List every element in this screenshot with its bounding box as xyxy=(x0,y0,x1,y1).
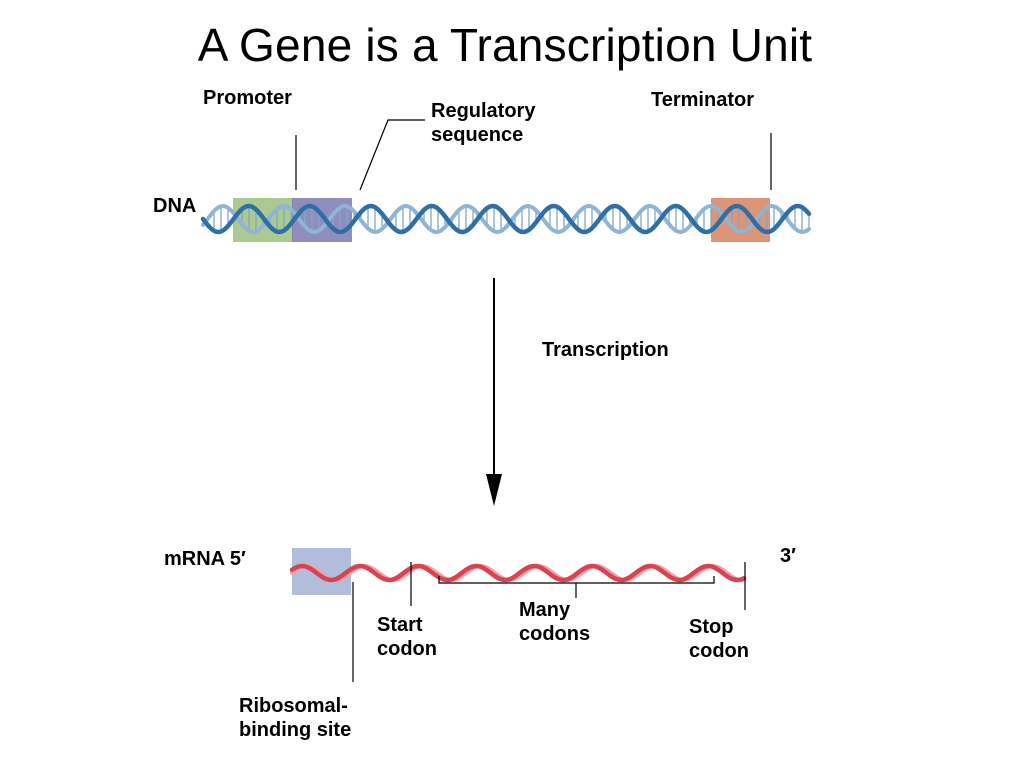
dna-strand-back xyxy=(201,203,811,235)
three-prime-label: 3′ xyxy=(780,545,796,567)
ribosomal-line-1: Ribosomal- xyxy=(239,695,348,717)
stop-codon-line-2: codon xyxy=(689,640,749,662)
stop-codon-label: Stop codon xyxy=(689,615,749,663)
many-codons-label: Many codons xyxy=(519,598,590,646)
mrna-ribbon-front xyxy=(289,563,747,583)
mrna-label: mRNA 5′ xyxy=(164,548,246,570)
start-codon-line-2: codon xyxy=(377,638,437,660)
dna-label: DNA xyxy=(153,195,197,217)
many-codons-line-1: Many xyxy=(519,599,571,621)
dna-helix xyxy=(200,203,812,235)
slide-title: A Gene is a Transcription Unit xyxy=(197,19,813,71)
regulatory-line-1: Regulatory xyxy=(431,100,536,122)
ribosomal-line-2: binding site xyxy=(239,719,352,741)
start-codon-label: Start codon xyxy=(377,613,437,661)
ribosomal-binding-site-label: Ribosomal- binding site xyxy=(239,694,351,742)
stop-codon-line-1: Stop xyxy=(689,616,734,638)
mrna-strand xyxy=(289,563,747,583)
promoter-label: Promoter xyxy=(203,87,292,109)
regulatory-line-2: sequence xyxy=(431,124,524,146)
dna-strand-front xyxy=(200,203,812,235)
transcription-label: Transcription xyxy=(542,339,669,361)
start-codon-line-1: Start xyxy=(377,614,423,636)
regulatory-sequence-label: Regulatory sequence xyxy=(431,99,535,147)
terminator-label: Terminator xyxy=(651,89,754,111)
regulatory-leader xyxy=(359,119,425,191)
many-codons-line-2: codons xyxy=(519,623,591,645)
transcription-arrow-head xyxy=(486,474,502,506)
